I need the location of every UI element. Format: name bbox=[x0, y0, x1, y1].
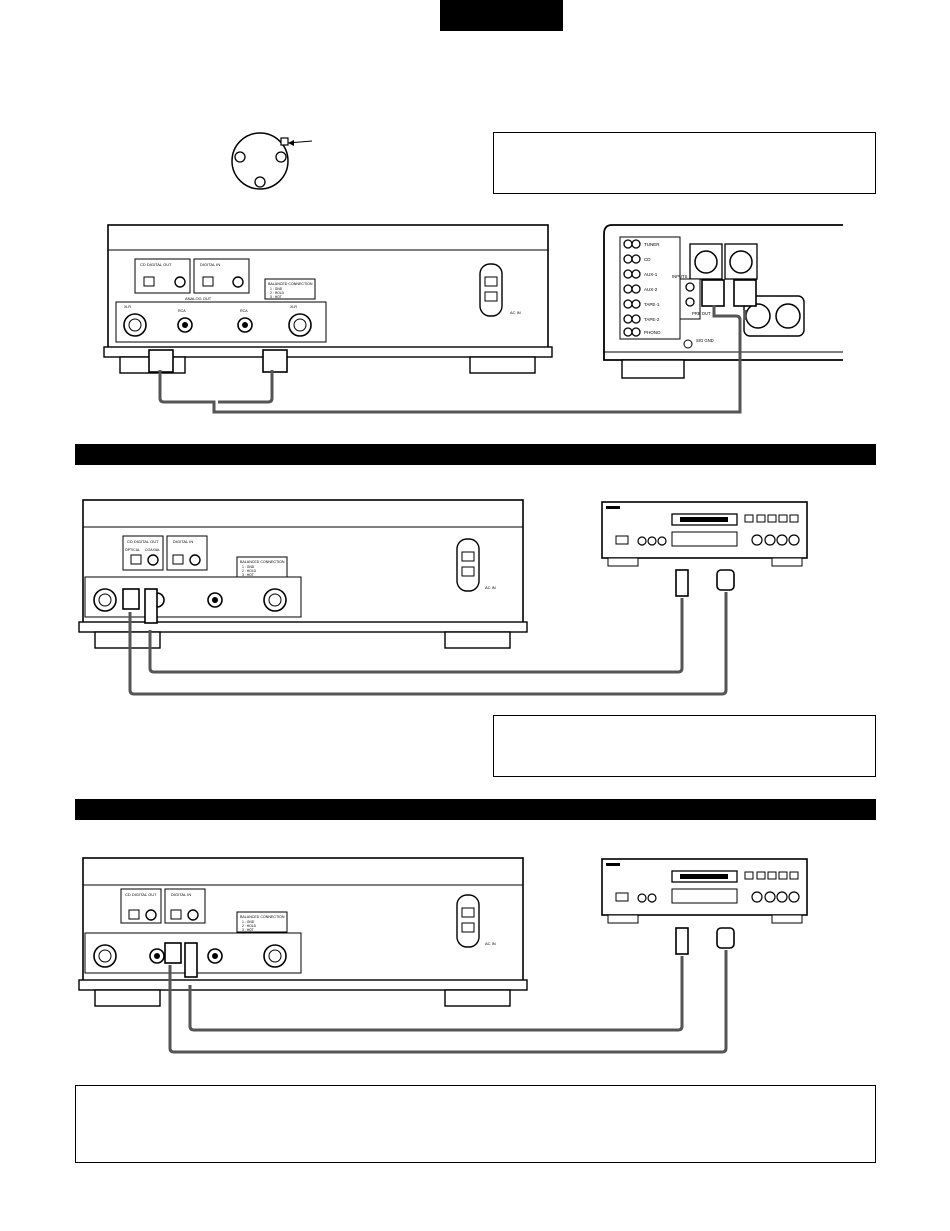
digital-in-label-3: DIGITAL IN bbox=[171, 892, 191, 897]
ac-in-label-3: AC IN bbox=[485, 941, 496, 946]
amp-pre-out-label: PRE OUT bbox=[692, 311, 711, 316]
balanced-connection-label: BALANCED CONNECTION bbox=[268, 282, 313, 286]
balanced-connection-label-2: BALANCED CONNECTION bbox=[240, 560, 285, 564]
rca-label-left: RCA bbox=[178, 309, 186, 313]
xlr-pin-diagram bbox=[231, 132, 313, 190]
player-rear-panel-2: CD DIGITAL OUT DIGITAL IN OPTICAL COAXIA… bbox=[78, 499, 528, 649]
optical-label-2: OPTICAL bbox=[125, 548, 140, 552]
cd-digital-out-label: CD DIGITAL OUT bbox=[140, 262, 172, 267]
cable-diagram-3 bbox=[168, 927, 735, 1054]
note-box-bottom bbox=[75, 1085, 876, 1163]
player-rear-panel-3: CD DIGITAL OUT DIGITAL IN BALANCED CONNE… bbox=[78, 857, 528, 1007]
note-box-top bbox=[493, 132, 876, 194]
analog-out-label: ANALOG OUT bbox=[185, 296, 212, 301]
ac-in-label: AC IN bbox=[510, 310, 521, 315]
note-box-middle bbox=[493, 715, 876, 777]
xlr-label-right: XLR bbox=[290, 305, 297, 309]
pin-3-label-3: 3 : HOT bbox=[242, 928, 254, 932]
pin-2-label-2: 2 : HOLD bbox=[242, 569, 257, 573]
amp-phono-label: PHONO bbox=[644, 330, 661, 335]
pin-1-label-3: 1 : GND bbox=[242, 920, 255, 924]
cable-diagram-2 bbox=[128, 569, 735, 696]
cd-digital-out-label-3: CD DIGITAL OUT bbox=[125, 892, 157, 897]
ac-in-label-2: AC IN bbox=[485, 585, 496, 590]
player-rear-panel-1: CD DIGITAL OUT DIGITAL IN ANALOG OUT BAL… bbox=[103, 224, 553, 374]
header-tab bbox=[440, 0, 563, 31]
pin-3-label: 3 : HOT bbox=[270, 295, 282, 299]
digital-in-label-2: DIGITAL IN bbox=[173, 539, 193, 544]
amp-sig-gnd-label: SIG GND bbox=[696, 338, 714, 343]
section-header-2 bbox=[75, 799, 876, 820]
amp-tape1-label: TAPE-1 bbox=[644, 302, 660, 307]
coaxial-label-2: COAXIAL bbox=[145, 548, 160, 552]
cd-digital-out-label-2: CD DIGITAL OUT bbox=[127, 539, 159, 544]
amp-aux1-label: AUX-1 bbox=[644, 272, 658, 277]
amp-inputs-label: INPUTS bbox=[672, 274, 688, 279]
recorder-front-panel-2 bbox=[601, 858, 808, 924]
amplifier-rear-panel: TUNER CD AUX-1 AUX-2 TAPE-1 TAPE-2 PHONO… bbox=[603, 224, 843, 379]
rca-label-right: RCA bbox=[240, 309, 248, 313]
xlr-label-left: XLR bbox=[124, 305, 131, 309]
section-header-1 bbox=[75, 444, 876, 465]
pin-1-label: 1 : GND bbox=[270, 287, 283, 291]
cable-diagram-1 bbox=[158, 305, 747, 414]
pin-2-label-3: 2 : HOLD bbox=[242, 924, 257, 928]
pin-2-label: 2 : HOLD bbox=[270, 291, 285, 295]
amp-aux2-label: AUX-2 bbox=[644, 287, 658, 292]
pin-3-label-2: 3 : HOT bbox=[242, 573, 254, 577]
balanced-connection-label-3: BALANCED CONNECTION bbox=[240, 915, 285, 919]
amp-cd-label: CD bbox=[644, 257, 651, 262]
recorder-front-panel-1 bbox=[601, 501, 808, 567]
amp-tuner-label: TUNER bbox=[644, 242, 660, 247]
amp-tape2-label: TAPE-2 bbox=[644, 317, 660, 322]
digital-in-label: DIGITAL IN bbox=[200, 262, 220, 267]
pin-1-label-2: 1 : GND bbox=[242, 565, 255, 569]
